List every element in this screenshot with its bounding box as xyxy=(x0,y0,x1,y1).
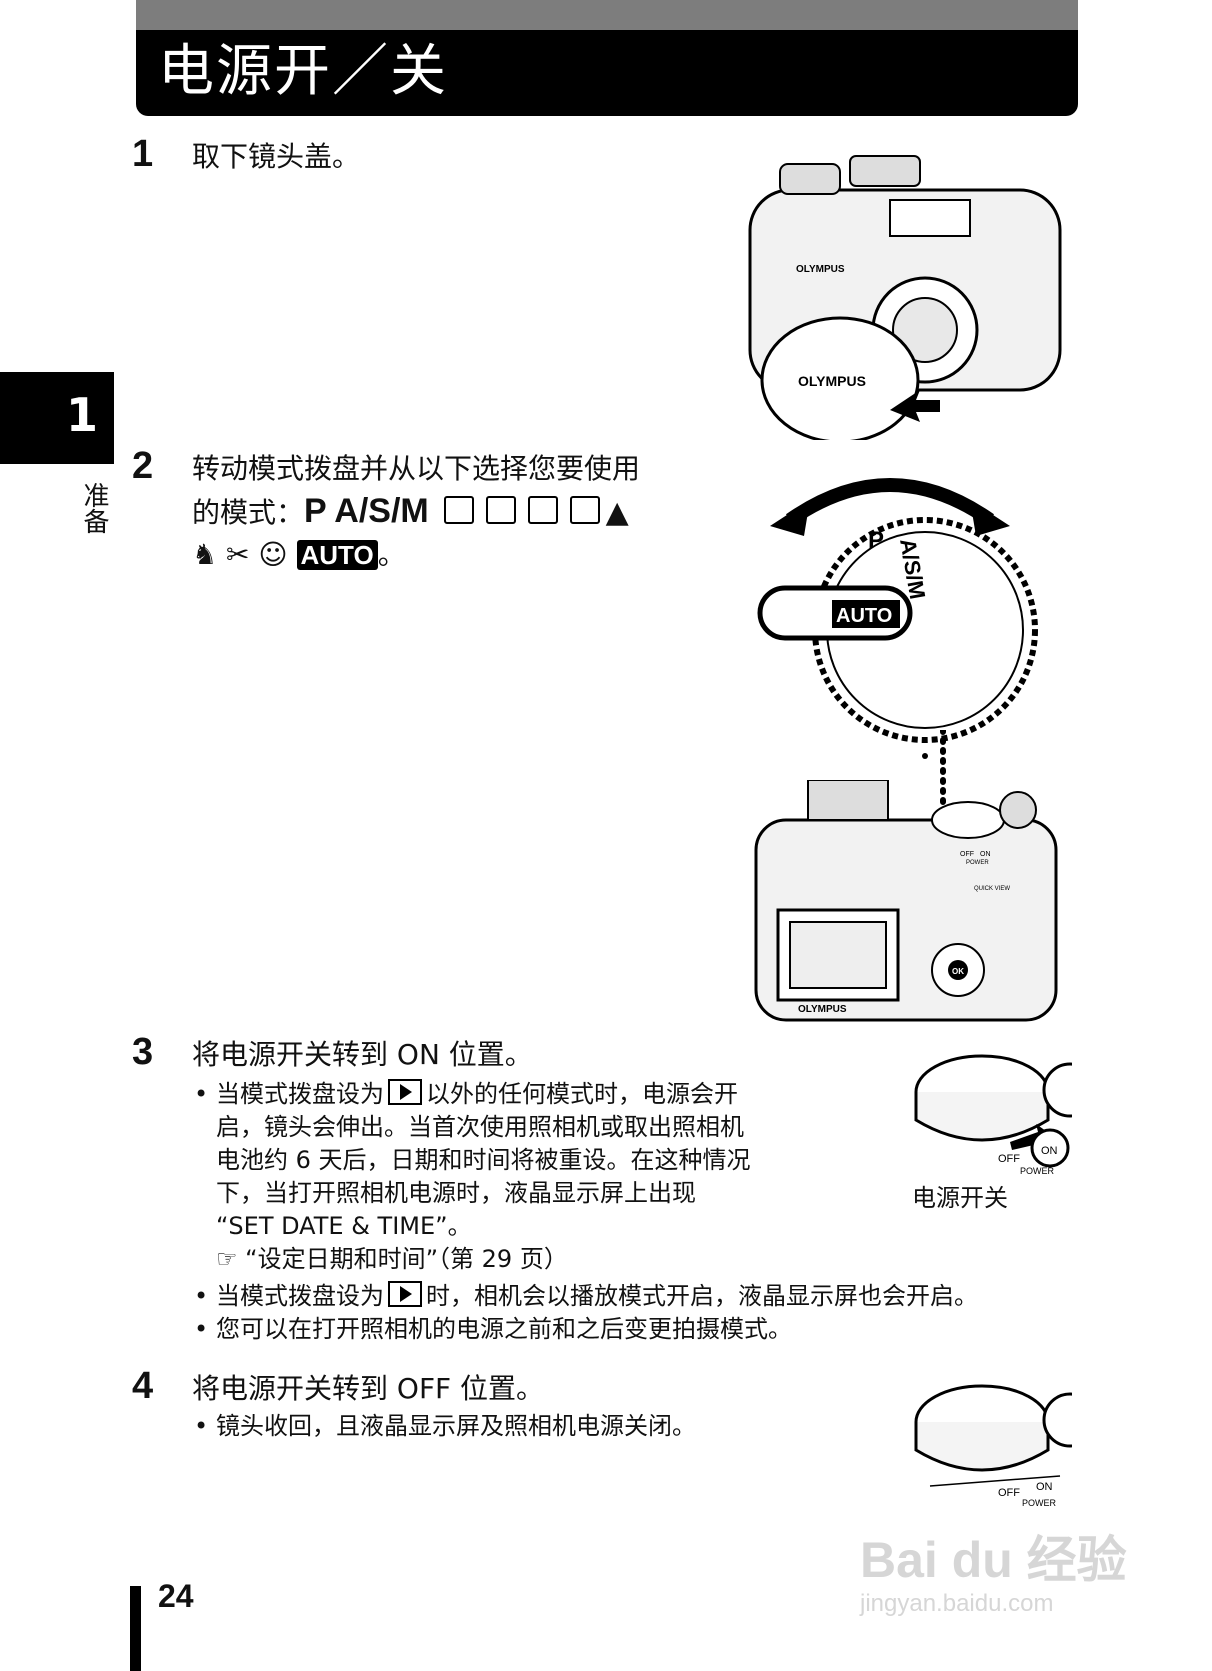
sports-icon: ✂ xyxy=(226,538,250,571)
remove-arrow-icon xyxy=(890,390,940,422)
step-3-text: 将电源开关转到 ON 位置。 xyxy=(192,1038,533,1071)
switch-on-label-2: ON xyxy=(1036,1481,1053,1493)
step-3-bullet-1-line3: 电池约 6 天后，日期和时间将被重设。在这种情况 xyxy=(216,1146,751,1174)
step-3-number: 3 xyxy=(132,1031,154,1073)
mode-letters: P A/S/M xyxy=(304,492,429,530)
switch-power-label-2: POWER xyxy=(1022,1498,1057,1508)
step-4-bullet-1: 镜头收回，且液晶显示屏及照相机电源关闭。 xyxy=(194,1410,696,1443)
brand-front: OLYMPUS xyxy=(796,264,845,275)
playback-icon-2 xyxy=(388,1281,422,1307)
step-1-number: 1 xyxy=(132,133,154,175)
switch-on-label: ON xyxy=(1041,1145,1058,1157)
night-scene-icon xyxy=(569,496,600,524)
portrait-mode-icon xyxy=(527,496,558,524)
step-2-end: 。 xyxy=(377,538,406,571)
movie-mode-icon xyxy=(485,496,516,524)
back-power-label: POWER xyxy=(966,860,989,866)
chapter-number: 1 xyxy=(66,388,99,442)
chapter-tab xyxy=(0,372,114,464)
step-3-bullet-3: 您可以在打开照相机的电源之前和之后变更拍摄模式。 xyxy=(194,1313,792,1346)
power-switch-off-illustration: OFF ON POWER xyxy=(914,1384,1072,1508)
step-2-number: 2 xyxy=(132,445,154,487)
step-4-number: 4 xyxy=(132,1365,154,1407)
switch-off-label: OFF xyxy=(998,1153,1020,1165)
title-bar xyxy=(136,30,1078,116)
mode-dial-illustration: A/S/M P AUTO xyxy=(757,478,1038,759)
back-off-label: OFF xyxy=(960,851,974,858)
switch-off-label-2: OFF xyxy=(998,1487,1020,1499)
step-2-text-prefix: 的模式： xyxy=(192,496,305,529)
rotate-left-arrow-icon xyxy=(770,500,810,536)
step-3-reference: ☞ “设定日期和时间”（第 29 页） xyxy=(216,1245,568,1273)
reference-hand-icon: ☞ xyxy=(216,1245,238,1273)
step-4-text: 将电源开关转到 OFF 位置。 xyxy=(192,1372,545,1405)
brand-back: OLYMPUS xyxy=(798,1004,847,1015)
dial-auto-label: AUTO xyxy=(836,605,892,627)
back-on-label: ON xyxy=(980,851,991,858)
watermark-url: jingyan.baidu.com xyxy=(860,1590,1054,1617)
auto-mode-badge: AUTO xyxy=(296,540,378,570)
chapter-label: 准备 xyxy=(79,482,109,534)
landscape-portrait-icon: ♞ xyxy=(192,538,218,571)
playback-icon xyxy=(388,1079,422,1105)
switch-power-label: POWER xyxy=(1020,1166,1055,1176)
page-title: 电源开／关 xyxy=(158,39,448,104)
quick-view-label: QUICK VIEW xyxy=(974,886,1010,892)
rotate-right-arrow-icon xyxy=(970,500,1010,536)
step-3-bullet-1-line4: 下，当打开照相机电源时，液晶显示屏上出现 xyxy=(216,1179,696,1207)
camera-back-illustration: OK OLYMPUS OFF ON POWER QUICK VIEW xyxy=(754,780,1058,1022)
step-2-modes-line: 的模式：P A/S/M ▲ xyxy=(192,490,629,534)
watermark-logo: Bai du 经验 xyxy=(860,1532,1127,1588)
step-3-bullet-1-line2: 启，镜头会伸出。当首次使用照相机或取出照相机 xyxy=(216,1113,744,1141)
header-top-band xyxy=(136,0,1078,30)
page-marker-bar xyxy=(130,1586,141,1671)
step-2-text-line1: 转动模式拨盘并从以下选择您要使用 xyxy=(192,452,641,485)
dial-p-label: P xyxy=(868,527,884,554)
self-portrait-icon: ☺ xyxy=(258,538,288,571)
step-3-bullet-1-line5: “SET DATE & TIME”。 xyxy=(216,1212,472,1240)
camera-front-illustration: OLYMPUS OLYMPUS xyxy=(748,155,1062,440)
step-1-text: 取下镜头盖。 xyxy=(192,140,361,173)
ok-label: OK xyxy=(952,967,964,976)
step-2-modes-line2: ♞ ✂ ☺ AUTO。 xyxy=(192,534,406,576)
landscape-icon: ▲ xyxy=(605,495,629,530)
brand-lens-cap: OLYMPUS xyxy=(798,373,866,389)
power-switch-on-illustration: OFF ON POWER xyxy=(914,1054,1072,1176)
dotted-connector xyxy=(940,730,946,820)
power-switch-caption: 电源开关 xyxy=(912,1184,1008,1212)
my-mode-icon xyxy=(443,496,474,524)
page-number: 24 xyxy=(158,1578,194,1614)
